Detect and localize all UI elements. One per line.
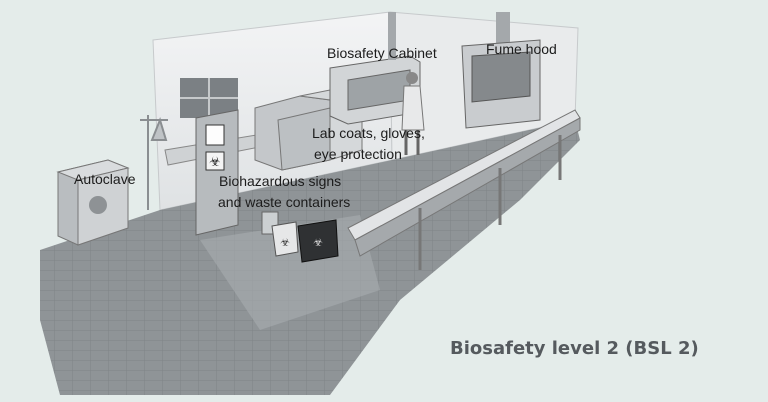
waste-biohazard-icon: ☣ — [280, 237, 290, 249]
label-biohazard-line1: Biohazardous signs — [219, 173, 342, 189]
eyewash-station — [140, 115, 168, 210]
lab-bench — [347, 109, 581, 270]
label-lab-coats-line2: eye protection — [314, 146, 402, 162]
door — [195, 109, 239, 236]
autoclave — [56, 159, 130, 246]
fume-hood — [461, 12, 541, 129]
label-biosafety-cabinet: Biosafety Cabinet — [327, 45, 437, 61]
lab-worker-figure — [401, 72, 425, 155]
label-fume-hood: Fume hood — [486, 41, 557, 57]
diagram-title: Biosafety level 2 (BSL 2) — [450, 338, 699, 359]
label-autoclave: Autoclave — [74, 171, 136, 187]
biosafety-cabinet — [329, 12, 421, 125]
label-lab-coats-line1: Lab coats, gloves, — [312, 125, 425, 141]
label-biohazard-line2: and waste containers — [218, 194, 351, 210]
biohazard-sign-icon: ☣ — [209, 154, 221, 169]
waste-containers — [261, 211, 339, 263]
container-biohazard-icon: ☣ — [313, 237, 323, 249]
